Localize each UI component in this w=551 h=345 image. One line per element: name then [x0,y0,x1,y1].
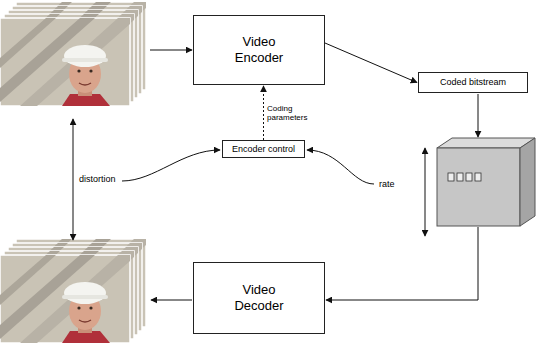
box-label: Video Encoder [228,34,290,65]
box-label: Coded bitstream [440,77,506,88]
signal-label: distortion [78,174,117,184]
storage-device [437,138,535,226]
flow-arrow [263,86,264,140]
signal-label: rate [378,179,396,189]
process-box: Video Decoder [193,262,325,334]
control-box: Encoder control [222,140,305,158]
box-label: Encoder control [232,144,295,155]
flow-arrow [325,43,417,83]
video-frames-top [0,2,146,106]
process-box: Video Encoder [193,15,325,85]
box-label: Video Decoder [228,282,290,313]
video-frames-bottom [0,239,146,343]
data-box: Coded bitstream [418,72,528,93]
edge-label: Coding parameters [266,104,320,122]
